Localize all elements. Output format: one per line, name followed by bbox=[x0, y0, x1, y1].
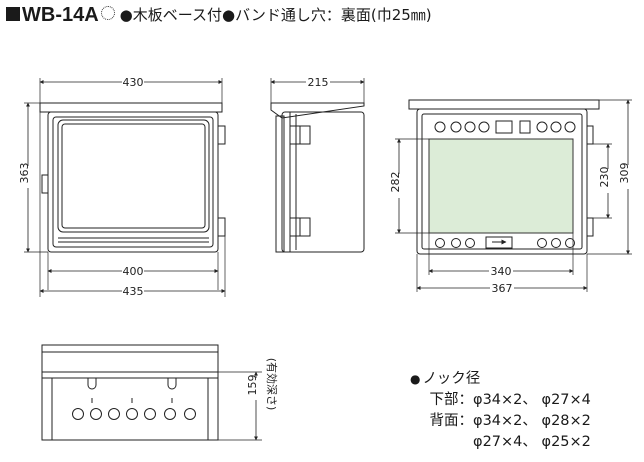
knockout-notes: ●ノック径 下部： φ34×2、 φ27×4 背面： φ34×2、 φ28×2 … bbox=[410, 369, 591, 453]
knockout-back-values-2: φ27×4、 φ25×2 bbox=[473, 434, 591, 450]
knockout-back-label: 背面： bbox=[429, 413, 474, 429]
knockout-heading: ●ノック径 bbox=[410, 371, 481, 387]
spec-wooden-base: ●木板ベース付 bbox=[119, 6, 223, 24]
dim-bottom-depth: 159 bbox=[246, 375, 259, 396]
dim-side-depth: 215 bbox=[308, 76, 329, 89]
bottom-view bbox=[41, 344, 262, 441]
dim-front-height: 363 bbox=[18, 163, 31, 184]
dim-back-inner-height: 230 bbox=[598, 167, 611, 188]
dim-back-outer-width: 367 bbox=[492, 282, 513, 295]
knockout-heading-text: ノック径 bbox=[422, 371, 481, 387]
page-title: WB-14A ●木板ベース付●バンド通し穴：裏面(巾25㎜) bbox=[6, 2, 432, 28]
model-number: WB-14A bbox=[22, 4, 99, 26]
knockout-bottom-values: φ34×2、 φ27×4 bbox=[473, 392, 591, 408]
knockout-back-values-1: φ34×2、 φ28×2 bbox=[473, 413, 591, 429]
square-bullet-icon bbox=[6, 7, 20, 21]
dim-bottom-depth-note: (有効深さ) bbox=[265, 358, 279, 411]
dim-front-width-inner: 400 bbox=[123, 265, 144, 278]
dim-front-width-total: 435 bbox=[123, 285, 144, 298]
knockout-bottom-label: 下部： bbox=[429, 392, 474, 408]
dim-back-outer-height: 309 bbox=[618, 163, 631, 184]
side-view bbox=[270, 78, 365, 253]
dim-back-board-width: 340 bbox=[491, 265, 512, 278]
spec-band-hole: ●バンド通し穴：裏面(巾25㎜) bbox=[222, 6, 432, 24]
dim-front-width-outer: 430 bbox=[123, 76, 144, 89]
dotted-circle-icon bbox=[100, 6, 115, 20]
dim-back-board-height: 282 bbox=[389, 172, 402, 193]
knockout-back-row: 背面： φ34×2、 φ28×2 bbox=[410, 411, 591, 432]
knockout-bottom-row: 下部： φ34×2、 φ27×4 bbox=[410, 390, 591, 411]
back-view bbox=[395, 99, 632, 292]
